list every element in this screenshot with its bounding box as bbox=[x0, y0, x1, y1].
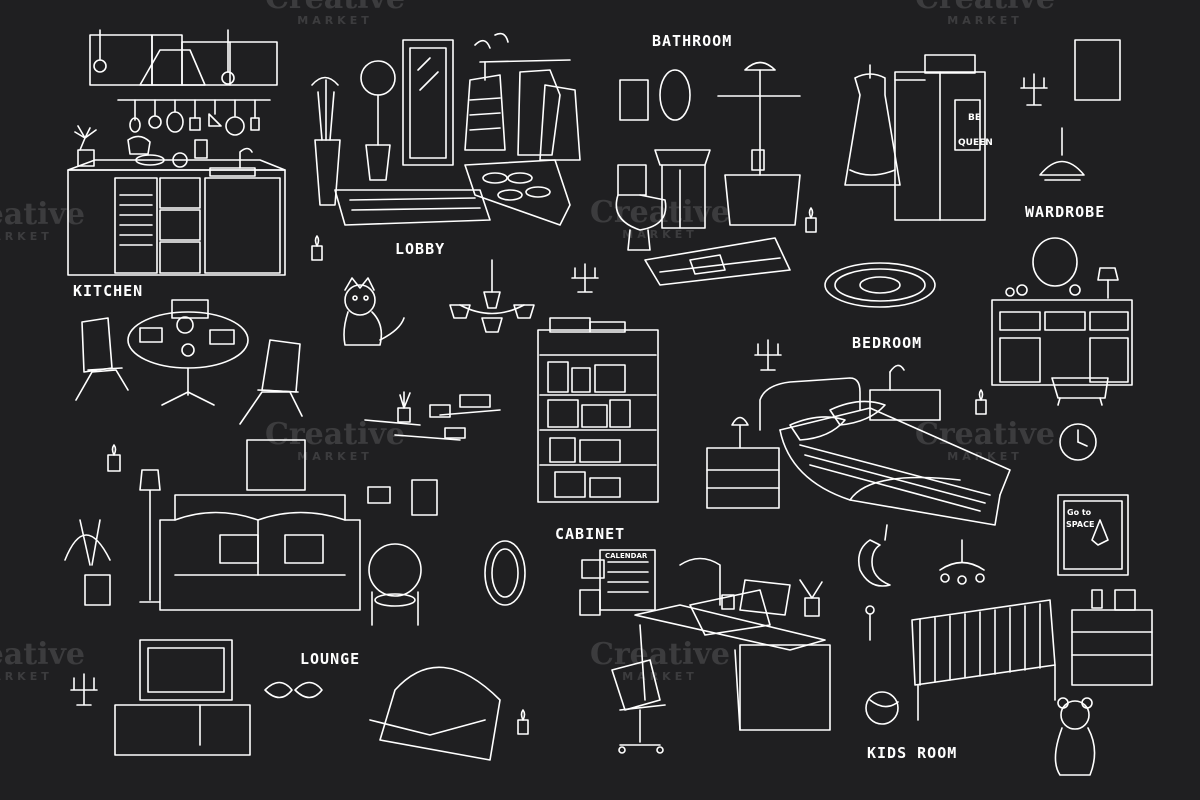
label-bathroom: BATHROOM bbox=[652, 32, 733, 50]
bathroom-group bbox=[615, 61, 801, 286]
chandelier bbox=[449, 259, 535, 333]
kitchen-group bbox=[67, 29, 286, 276]
label-kitchen: KITCHEN bbox=[73, 282, 144, 300]
label-lobby: LOBBY bbox=[395, 240, 446, 258]
poster-queen-line2: QUEEN bbox=[958, 138, 993, 148]
wall-clock bbox=[1059, 423, 1097, 461]
wall-shelf bbox=[364, 391, 501, 441]
vanity-table bbox=[991, 237, 1133, 406]
cat-doodle bbox=[343, 277, 405, 346]
wardrobe-group bbox=[844, 39, 1121, 221]
calendar-text: CALENDAR bbox=[605, 552, 648, 560]
label-wardrobe: WARDROBE bbox=[1025, 203, 1106, 221]
poster-be-line1: BE bbox=[968, 113, 981, 123]
candles bbox=[70, 73, 1048, 735]
office-desk bbox=[579, 549, 831, 754]
label-cabinet: CABINET bbox=[555, 525, 626, 543]
label-kids-room: KIDS ROOM bbox=[867, 744, 958, 762]
poster-goto-line1: Go to bbox=[1067, 508, 1092, 517]
bed bbox=[706, 364, 1011, 526]
shelf-unit bbox=[537, 317, 659, 503]
label-lounge: LOUNGE bbox=[300, 650, 361, 668]
label-bedroom: BEDROOM bbox=[852, 334, 923, 352]
dining-set bbox=[75, 299, 303, 425]
lobby-group bbox=[311, 32, 581, 226]
kids-room-group bbox=[857, 494, 1153, 776]
lounge-group bbox=[64, 439, 526, 761]
poster-space-line2: SPACE bbox=[1066, 520, 1094, 529]
oval-rug bbox=[824, 262, 936, 308]
